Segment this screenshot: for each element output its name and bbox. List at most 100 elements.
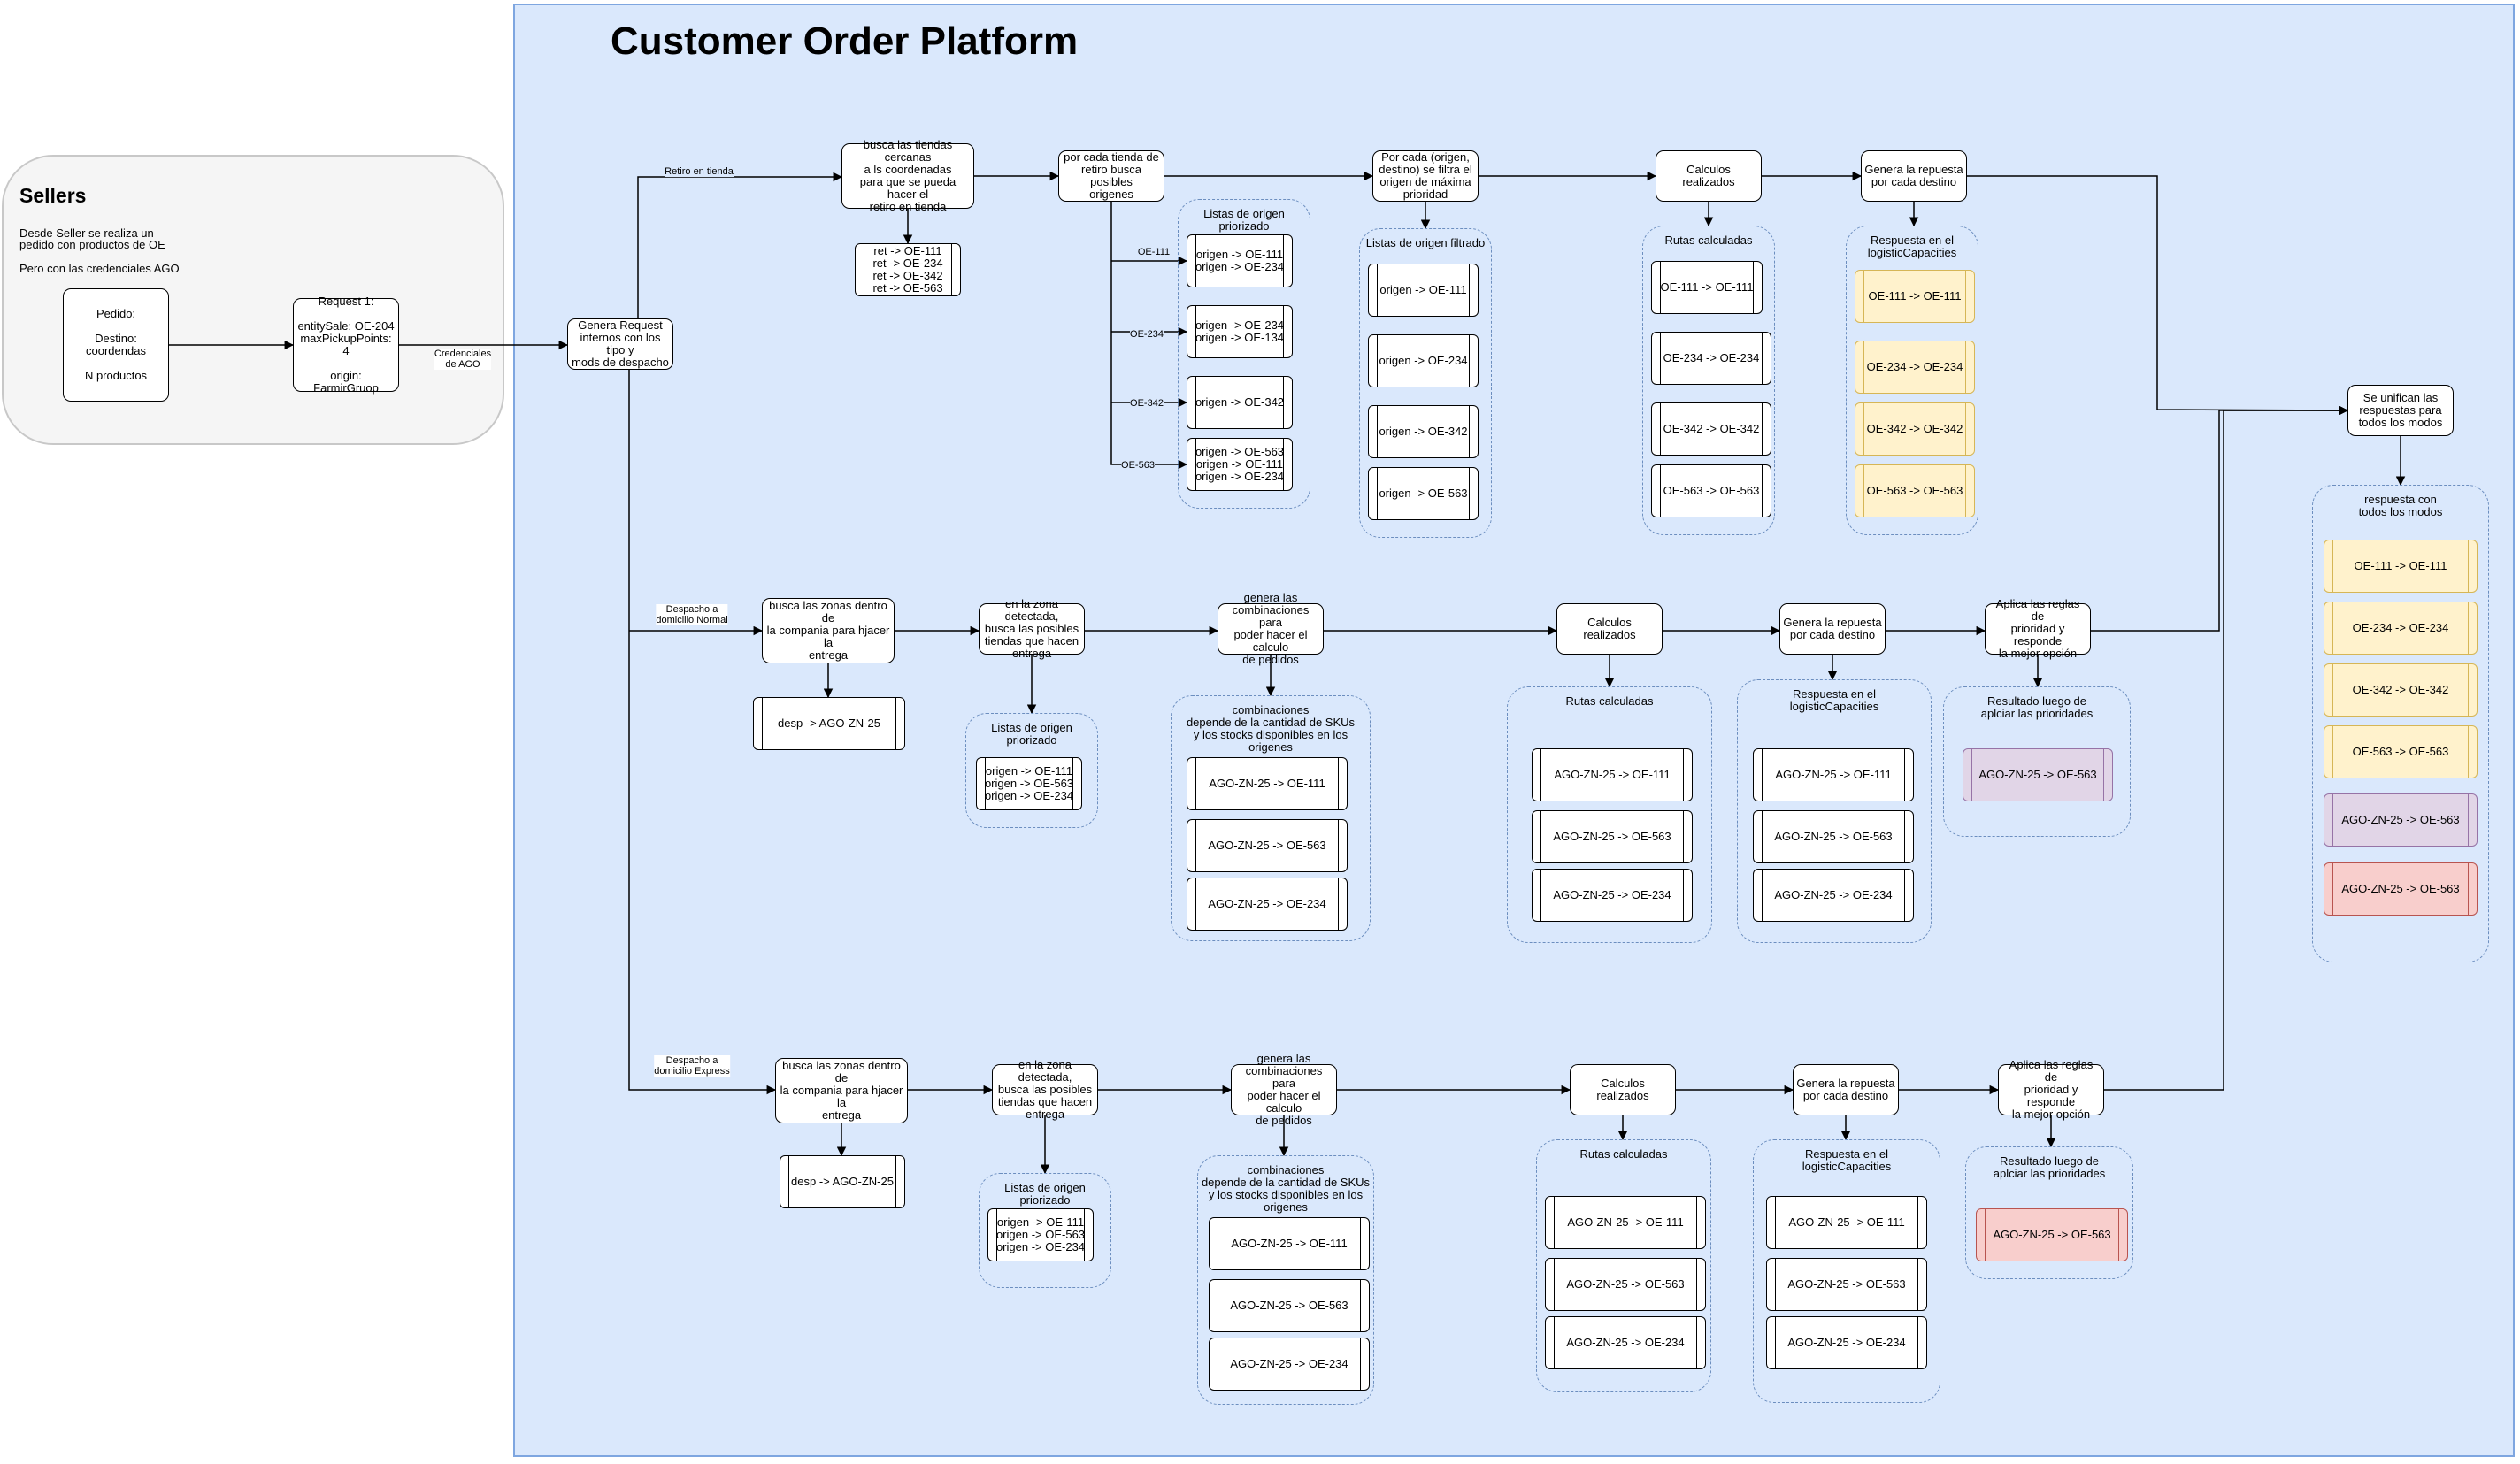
retiro-resp-3[interactable]: OE-342 -> OE-342 bbox=[1855, 402, 1975, 456]
final-item-3[interactable]: OE-342 -> OE-342 bbox=[2324, 663, 2478, 717]
normal-comb-1[interactable]: AGO-ZN-25 -> OE-111 bbox=[1187, 757, 1348, 810]
text-line: origen -> OE-563 bbox=[1379, 487, 1468, 500]
retiro-lista-3[interactable]: origen -> OE-342 bbox=[1187, 376, 1293, 429]
normal-ruta-3[interactable]: AGO-ZN-25 -> OE-234 bbox=[1532, 869, 1693, 922]
retiro-filtrado-4[interactable]: origen -> OE-563 bbox=[1368, 467, 1479, 520]
text-block: AGO-ZN-25 -> OE-563 bbox=[1553, 831, 1671, 843]
retiro-calculos-box[interactable]: Calculos realizados bbox=[1656, 150, 1762, 202]
pedido-box[interactable]: Pedido: Destino: coordendas N productos bbox=[63, 288, 169, 402]
normal-comb-3[interactable]: AGO-ZN-25 -> OE-234 bbox=[1187, 878, 1348, 931]
normal-resp-group bbox=[1737, 679, 1932, 943]
normal-resp-1[interactable]: AGO-ZN-25 -> OE-111 bbox=[1753, 748, 1914, 801]
text-line: depende de la cantidad de SKUs bbox=[1201, 1176, 1371, 1189]
retiro-ruta-4[interactable]: OE-563 -> OE-563 bbox=[1651, 464, 1771, 517]
text-line: OE-234 -> OE-234 bbox=[2352, 621, 2449, 634]
normal-calculos-box[interactable]: Calculos realizados bbox=[1556, 603, 1663, 655]
text-block: OE-234 -> OE-234 bbox=[2353, 622, 2449, 634]
retiro-resp-2[interactable]: OE-234 -> OE-234 bbox=[1855, 341, 1975, 394]
retiro-resp-1[interactable]: OE-111 -> OE-111 bbox=[1855, 270, 1975, 323]
express-ruta-2[interactable]: AGO-ZN-25 -> OE-563 bbox=[1545, 1258, 1706, 1311]
text-line: busca las tiendas cercanas bbox=[863, 138, 953, 164]
express-ruta-3[interactable]: AGO-ZN-25 -> OE-234 bbox=[1545, 1316, 1706, 1369]
text-line: ret -> OE-111 bbox=[873, 244, 942, 257]
normal-comb-2[interactable]: AGO-ZN-25 -> OE-563 bbox=[1187, 819, 1348, 872]
text-line: en la zona detectada, bbox=[1018, 1058, 1072, 1084]
normal-resp-2[interactable]: AGO-ZN-25 -> OE-563 bbox=[1753, 810, 1914, 863]
express-comb-1[interactable]: AGO-ZN-25 -> OE-111 bbox=[1209, 1217, 1370, 1270]
final-item-4[interactable]: OE-563 -> OE-563 bbox=[2324, 725, 2478, 778]
final-item-6[interactable]: AGO-ZN-25 -> OE-563 bbox=[2324, 862, 2478, 916]
text-line: a ls coordenadas bbox=[864, 163, 952, 176]
normal-ruta-1[interactable]: AGO-ZN-25 -> OE-111 bbox=[1532, 748, 1693, 801]
text-line: AGO-ZN-25 -> OE-563 bbox=[2341, 882, 2460, 895]
express-comb-2[interactable]: AGO-ZN-25 -> OE-563 bbox=[1209, 1279, 1370, 1332]
text-block: OE-563 -> OE-563 bbox=[1867, 485, 1963, 497]
final-item-1[interactable]: OE-111 -> OE-111 bbox=[2324, 540, 2478, 593]
express-resp-3[interactable]: AGO-ZN-25 -> OE-234 bbox=[1766, 1316, 1927, 1369]
text-line: OE-111 -> OE-111 bbox=[1868, 289, 1962, 303]
retiro-filtrado-2[interactable]: origen -> OE-234 bbox=[1368, 334, 1479, 387]
express-resp-2[interactable]: AGO-ZN-25 -> OE-563 bbox=[1766, 1258, 1927, 1311]
normal-ruta-2[interactable]: AGO-ZN-25 -> OE-563 bbox=[1532, 810, 1693, 863]
text-line: N productos bbox=[84, 369, 148, 382]
text-line: origen -> OE-234 bbox=[995, 1240, 1086, 1253]
normal-desp[interactable]: desp -> AGO-ZN-25 bbox=[753, 697, 905, 750]
express-ruta-1[interactable]: AGO-ZN-25 -> OE-111 bbox=[1545, 1196, 1706, 1249]
retiro-ruta-1[interactable]: OE-111 -> OE-111 bbox=[1651, 261, 1763, 314]
express-desp[interactable]: desp -> AGO-ZN-25 bbox=[780, 1155, 905, 1208]
text-block: Rutas calculadas bbox=[1536, 1148, 1711, 1161]
retiro-ruta-3[interactable]: OE-342 -> OE-342 bbox=[1651, 402, 1771, 456]
text-line: desp -> AGO-ZN-25 bbox=[778, 717, 880, 730]
text-block: AGO-ZN-25 -> OE-111 bbox=[1775, 769, 1891, 781]
retiro-ruta-2[interactable]: OE-234 -> OE-234 bbox=[1651, 332, 1771, 385]
express-resp-1[interactable]: AGO-ZN-25 -> OE-111 bbox=[1766, 1196, 1927, 1249]
retiro-resp-4[interactable]: OE-563 -> OE-563 bbox=[1855, 464, 1975, 517]
text-line: AGO-ZN-25 -> OE-111 bbox=[1554, 768, 1671, 781]
normal-resp-3[interactable]: AGO-ZN-25 -> OE-234 bbox=[1753, 869, 1914, 922]
normal-result-1[interactable]: AGO-ZN-25 -> OE-563 bbox=[1963, 748, 2113, 801]
text-line: OE-563 -> OE-563 bbox=[1866, 484, 1963, 497]
text-line: por cada destino bbox=[1789, 628, 1876, 641]
retiro-filtrado-3[interactable]: origen -> OE-342 bbox=[1368, 405, 1479, 458]
express-calculos-box[interactable]: Calculos realizados bbox=[1570, 1064, 1676, 1115]
text-line: Destino: coordendas bbox=[86, 332, 146, 357]
express-comb-3[interactable]: AGO-ZN-25 -> OE-234 bbox=[1209, 1338, 1370, 1391]
text-line: combinaciones para bbox=[1245, 1064, 1323, 1090]
final-item-2[interactable]: OE-234 -> OE-234 bbox=[2324, 602, 2478, 655]
final-item-5[interactable]: AGO-ZN-25 -> OE-563 bbox=[2324, 793, 2478, 847]
text-line: internos con los tipo y bbox=[580, 331, 661, 356]
express-result-1[interactable]: AGO-ZN-25 -> OE-563 bbox=[1976, 1208, 2128, 1261]
retiro-filtrado-1[interactable]: origen -> OE-111 bbox=[1368, 264, 1479, 317]
text-line: OE-342 -> OE-342 bbox=[1663, 422, 1760, 435]
